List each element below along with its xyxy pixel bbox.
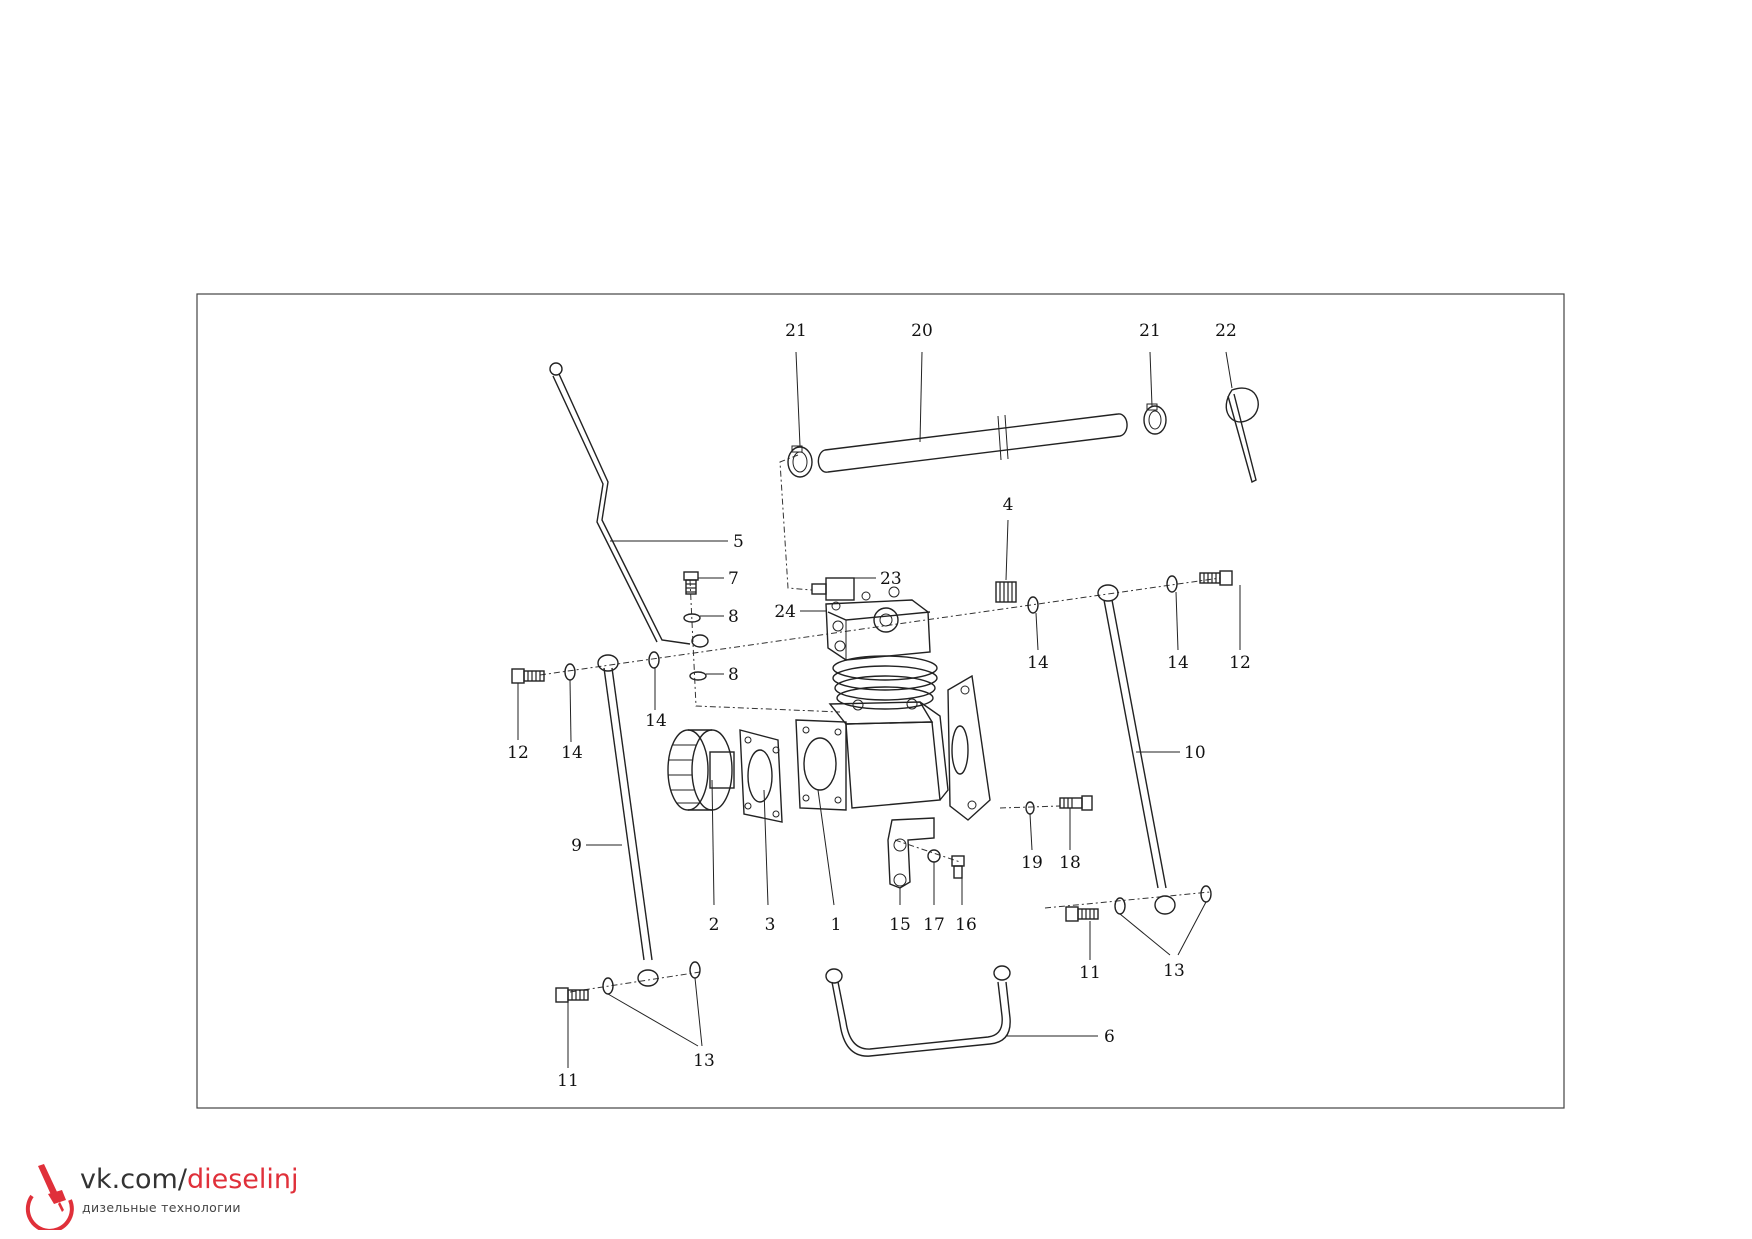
leader-lines: [517, 351, 1241, 1068]
banjo-bolt-11-right: [1065, 906, 1099, 922]
label-19: 19: [1021, 853, 1043, 873]
watermark-subtitle: дизельные технологии: [82, 1200, 241, 1215]
label-12-right: 12: [1229, 653, 1251, 673]
hose-22: [1225, 387, 1259, 484]
label-15: 15: [889, 915, 911, 935]
banjo-bolt-12-right: [1199, 570, 1233, 586]
label-14-d: 14: [1167, 653, 1189, 673]
gasket-3: [739, 729, 783, 823]
injector-logo-icon: [25, 1164, 74, 1230]
screw-16: [951, 855, 965, 879]
label-9: 9: [571, 836, 582, 856]
banjo-bolt-11-left: [555, 987, 589, 1003]
watermark-url-accent: dieselinj: [186, 1164, 299, 1195]
label-16: 16: [955, 915, 977, 935]
bolt-18: [1059, 795, 1093, 811]
label-8-lower: 8: [728, 665, 739, 685]
label-6: 6: [1104, 1027, 1115, 1047]
washer-19: [1025, 801, 1035, 815]
label-23: 23: [880, 569, 902, 589]
gear-2: [667, 729, 735, 811]
diagram-frame: [196, 293, 1565, 1109]
label-7: 7: [728, 569, 739, 589]
bolt-7: [683, 571, 699, 595]
label-5: 5: [733, 532, 744, 552]
banjo-bolt-12-left: [511, 668, 545, 684]
hose-clamp-21-left: [787, 445, 813, 478]
oil-pipe-9: [597, 654, 659, 987]
callout-labels: 21 20 21 22 4 5 7 8 8 23 24 14 14 12 14 …: [507, 321, 1251, 1091]
pipe-20: [817, 413, 1128, 473]
label-3: 3: [765, 915, 776, 935]
watermark: vk.com/dieselinj дизельные технологии: [18, 1160, 318, 1230]
label-4: 4: [1003, 495, 1014, 515]
label-13-right: 13: [1163, 961, 1185, 981]
label-14-a: 14: [645, 711, 667, 731]
watermark-url[interactable]: vk.com/dieselinj: [80, 1164, 299, 1195]
label-17: 17: [923, 915, 945, 935]
label-21-right: 21: [1139, 321, 1161, 341]
label-14-c: 14: [1027, 653, 1049, 673]
washer-8-lower: [689, 671, 707, 681]
label-24: 24: [774, 602, 796, 622]
label-12-left: 12: [507, 743, 529, 763]
label-20: 20: [911, 321, 933, 341]
air-compressor-1: [795, 577, 991, 821]
label-18: 18: [1059, 853, 1081, 873]
label-22: 22: [1215, 321, 1237, 341]
oil-pipe-6: [825, 965, 1011, 1057]
label-2: 2: [709, 915, 720, 935]
watermark-url-prefix: vk.com/: [80, 1164, 187, 1195]
label-13-left: 13: [693, 1051, 715, 1071]
fitting-4: [995, 581, 1017, 603]
oil-pipe-10: [1097, 584, 1176, 915]
label-14-b: 14: [561, 743, 583, 763]
oil-pipe-5: [549, 362, 709, 648]
washer-17: [927, 849, 941, 863]
label-21-left: 21: [785, 321, 807, 341]
hose-clamp-21-right: [1143, 403, 1167, 435]
label-11-right: 11: [1079, 963, 1101, 983]
bracket-15: [887, 817, 935, 889]
label-8-upper: 8: [728, 607, 739, 627]
label-10: 10: [1184, 743, 1206, 763]
label-11-left: 11: [557, 1071, 579, 1091]
washer-8-upper: [683, 613, 701, 623]
label-1: 1: [831, 915, 842, 935]
